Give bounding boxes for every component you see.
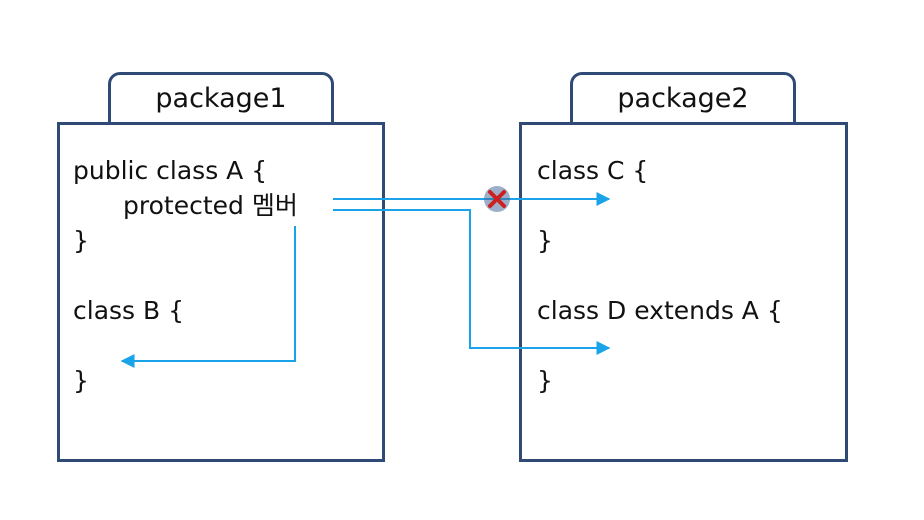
class-d-declaration: class D extends A { — [537, 296, 783, 325]
package1-label: package1 — [155, 83, 287, 114]
package2-box — [519, 122, 848, 462]
class-a-close-brace: } — [73, 226, 89, 255]
package1-tab: package1 — [108, 72, 334, 122]
class-c-close-brace: } — [537, 226, 553, 255]
class-c-declaration: class C { — [537, 156, 649, 185]
class-a-declaration: public class A { — [73, 156, 268, 185]
blocked-x-icon — [484, 186, 510, 212]
package1-box — [57, 122, 385, 462]
class-b-close-brace: } — [73, 366, 89, 395]
package2-label: package2 — [617, 83, 749, 114]
arrow-to-class-b — [120, 226, 296, 368]
arrow-to-class-d — [333, 209, 611, 355]
package2-tab: package2 — [570, 72, 796, 122]
class-d-close-brace: } — [537, 366, 553, 395]
class-b-declaration: class B { — [73, 296, 185, 325]
protected-member-label: protected 멤버 — [123, 191, 298, 220]
